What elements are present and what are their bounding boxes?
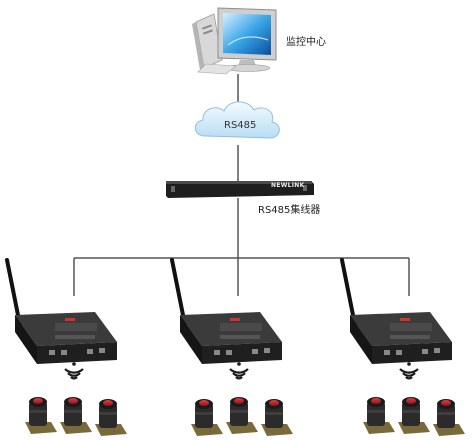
sensor-icon — [25, 397, 57, 434]
computer-icon — [192, 7, 277, 75]
wireless-icon-center — [228, 361, 250, 380]
hub-brand-label: NEWLINK — [271, 182, 305, 189]
sensor-icon — [226, 397, 258, 434]
connection-lines — [73, 74, 410, 296]
monitor-center-label: 监控中心 — [286, 37, 326, 48]
sensor-icon — [191, 399, 223, 436]
hub-label: RS485集线器 — [258, 205, 321, 216]
sensor-icon — [433, 399, 465, 436]
sensor-icon — [60, 397, 92, 434]
sensor-icon — [95, 399, 127, 436]
network-label: RS485 — [224, 120, 257, 131]
gateway-right — [340, 258, 454, 366]
sensor-icon — [398, 397, 430, 434]
sensor-group-center — [191, 397, 293, 436]
gateway-center — [170, 258, 284, 366]
gateway-left — [5, 258, 119, 366]
rack-switch-icon — [166, 181, 314, 198]
wireless-icon-left — [63, 361, 85, 380]
sensor-icon — [261, 399, 293, 436]
cloud-icon — [194, 101, 280, 139]
sensor-group-left — [25, 397, 127, 436]
sensor-icon — [363, 397, 395, 434]
wireless-icon-right — [398, 361, 420, 380]
sensor-group-right — [363, 397, 465, 436]
